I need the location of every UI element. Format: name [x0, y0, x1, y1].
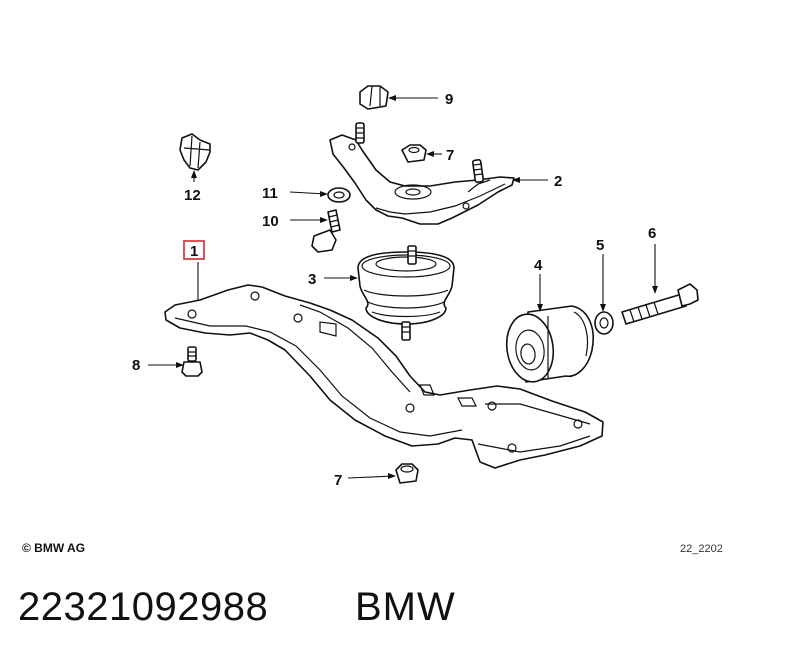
- callout-4: 4: [534, 257, 543, 274]
- bushing-part: [505, 305, 594, 383]
- copyright-notice: © BMW AG: [22, 541, 86, 555]
- nut-part-9: [359, 85, 389, 110]
- nut-part-7-top: [401, 144, 427, 163]
- callout-2: 2: [554, 173, 562, 190]
- callout-7-bottom: 7: [334, 472, 342, 489]
- callout-9: 9: [445, 91, 453, 108]
- callout-10: 10: [262, 213, 279, 230]
- callout-12: 12: [184, 187, 201, 204]
- part-number: 22321092988: [18, 585, 269, 629]
- callout-3: 3: [308, 271, 316, 288]
- highlight-box: [183, 240, 205, 260]
- bolt-part-8: [181, 346, 203, 377]
- clip-part-12: [179, 133, 211, 171]
- long-bolt-part: [621, 283, 699, 325]
- callout-5: 5: [596, 237, 604, 254]
- rubber-mount-part: [357, 245, 455, 341]
- washer-part-5: [594, 311, 614, 335]
- leader-lines: [148, 95, 658, 479]
- callout-labels: 9 7 2 11 10 12 1 3 4 5 6 8 7: [132, 91, 656, 489]
- callout-11: 11: [262, 185, 278, 202]
- nut-part-7-bottom: [395, 463, 419, 484]
- diagram-reference-code: 22_2202: [680, 543, 723, 555]
- callout-1: 1: [190, 243, 198, 260]
- callout-7-top: 7: [446, 147, 454, 164]
- brand-name: BMW: [355, 585, 456, 629]
- bolt-part-10: [311, 209, 341, 253]
- bracket-part: [329, 122, 515, 225]
- callout-8: 8: [132, 357, 140, 374]
- crossmember-part: [164, 284, 604, 469]
- callout-6: 6: [648, 225, 656, 242]
- washer-part-11: [327, 187, 351, 203]
